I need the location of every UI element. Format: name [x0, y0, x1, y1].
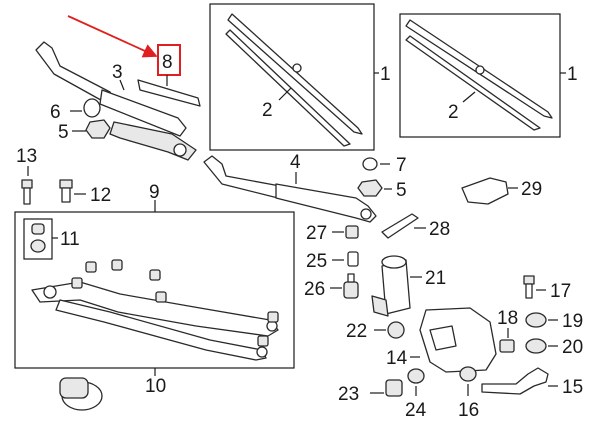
callout-5-upper: 5	[58, 122, 69, 143]
part-26	[343, 273, 359, 299]
highlight-box	[157, 44, 181, 76]
grommet-16	[459, 366, 477, 382]
callout-24: 24	[405, 400, 427, 421]
callout-17: 17	[550, 281, 571, 302]
callout-3: 3	[112, 62, 123, 83]
callout-20: 20	[562, 337, 583, 358]
callout-22: 22	[346, 321, 367, 342]
bolt-17	[523, 275, 535, 299]
callout-6: 6	[50, 102, 61, 123]
clip-19	[525, 312, 547, 328]
highlight-arrow	[67, 15, 158, 58]
callout-9: 9	[149, 182, 160, 203]
callout-1-right: 1	[567, 64, 578, 85]
part-25	[347, 251, 359, 267]
bushing-11	[30, 223, 46, 253]
callout-4: 4	[290, 152, 301, 173]
wiper-motor-10	[59, 377, 103, 411]
cover-cap-8	[137, 79, 201, 107]
callout-1-left: 1	[380, 64, 391, 85]
part-28	[381, 213, 419, 239]
callout-21: 21	[425, 268, 446, 289]
callout-14: 14	[386, 348, 408, 369]
callout-25: 25	[306, 251, 327, 272]
part-27	[345, 225, 359, 239]
cap-7	[362, 157, 378, 171]
clip-18	[499, 339, 515, 353]
callout-16: 16	[458, 400, 479, 421]
callout-11: 11	[60, 229, 80, 250]
wiper-blade-left	[225, 13, 363, 147]
bolt-12	[59, 179, 73, 203]
callout-8: 8	[162, 52, 173, 73]
callout-7: 7	[396, 155, 407, 176]
cap-6	[83, 98, 101, 118]
callout-29: 29	[521, 179, 542, 200]
callout-15: 15	[562, 377, 583, 398]
bolt-13	[21, 179, 33, 205]
reservoir-14	[419, 307, 497, 373]
callout-27: 27	[306, 223, 327, 244]
grommet-22	[387, 321, 405, 339]
part-29	[461, 177, 509, 205]
callout-18: 18	[497, 308, 518, 329]
washer-pump-21	[371, 255, 411, 317]
sensor-23	[385, 379, 403, 397]
grommet-24	[407, 368, 425, 384]
callout-2-right: 2	[448, 102, 459, 123]
callout-5-right: 5	[396, 180, 407, 201]
inner-box-11	[23, 218, 53, 260]
nut-5-right	[357, 179, 383, 197]
callout-2-left: 2	[262, 100, 273, 121]
blade-box-right	[399, 13, 561, 138]
callout-28: 28	[429, 219, 450, 240]
linkage-assembly	[31, 259, 279, 361]
callout-26: 26	[304, 279, 325, 300]
callout-10: 10	[145, 376, 166, 397]
callout-23: 23	[338, 384, 359, 405]
wiper-arm-right	[203, 155, 377, 223]
nut-5-upper	[85, 119, 111, 139]
wiper-arm-left	[35, 41, 197, 161]
callout-13: 13	[16, 146, 37, 167]
blade-box-left	[209, 3, 375, 151]
wiper-blade-right	[405, 19, 553, 131]
callout-12: 12	[90, 185, 111, 206]
callout-19: 19	[562, 311, 583, 332]
washer-20	[525, 338, 547, 354]
hose-15	[481, 367, 549, 395]
